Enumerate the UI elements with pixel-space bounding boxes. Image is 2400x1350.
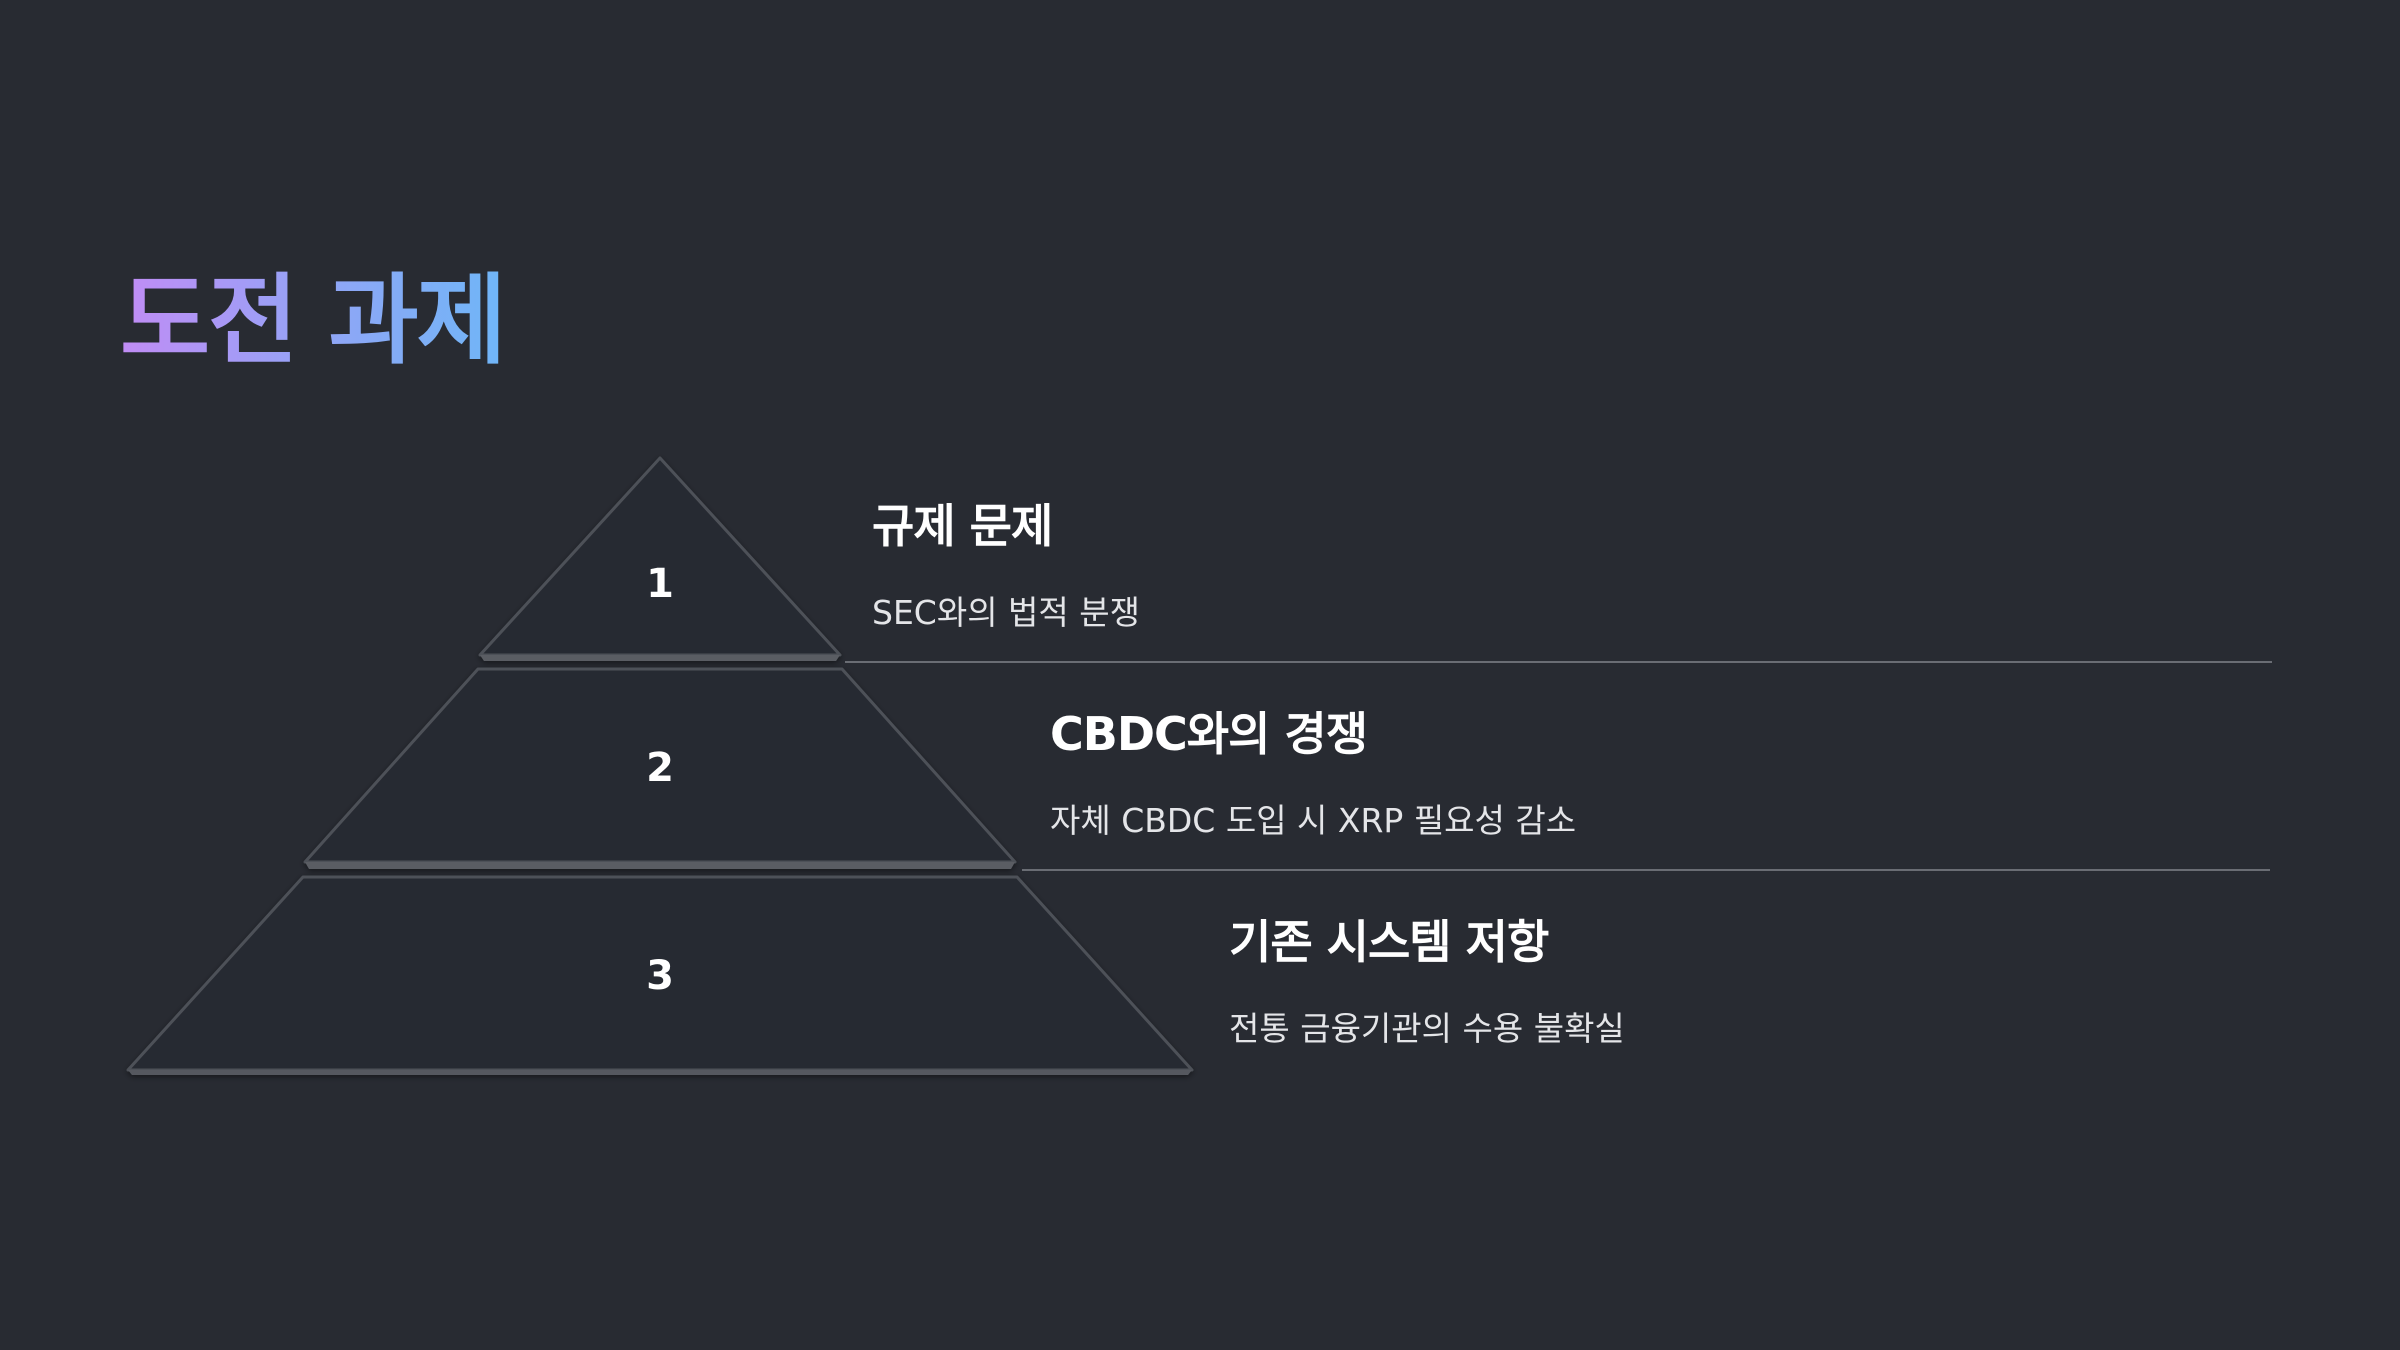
level-item-1: 규제 문제 SEC와의 법적 분쟁 [872, 490, 1140, 634]
pyramid-tier-1 [478, 456, 842, 661]
level-description: SEC와의 법적 분쟁 [872, 593, 1140, 632]
pyramid-tier-3 [126, 875, 1194, 1075]
tier-number-2: 2 [646, 745, 674, 791]
pyramid-tier-2 [303, 667, 1017, 869]
level-heading: 기존 시스템 저항 [1229, 915, 1549, 969]
tier-number-1: 1 [646, 561, 674, 607]
level-description: 전통 금융기관의 수용 불확실 [1229, 1009, 1625, 1048]
level-item-3: 기존 시스템 저항 전통 금융기관의 수용 불확실 [1229, 906, 1625, 1050]
level-description: 자체 CBDC 도입 시 XRP 필요성 감소 [1050, 801, 1577, 840]
level-item-2: CBDC와의 경쟁 자체 CBDC 도입 시 XRP 필요성 감소 [1050, 698, 1576, 842]
tier-number-3: 3 [646, 953, 674, 999]
page-title: 도전 과제 [120, 264, 507, 378]
level-heading: 규제 문제 [872, 499, 1053, 553]
level-heading: CBDC와의 경쟁 [1050, 707, 1368, 761]
